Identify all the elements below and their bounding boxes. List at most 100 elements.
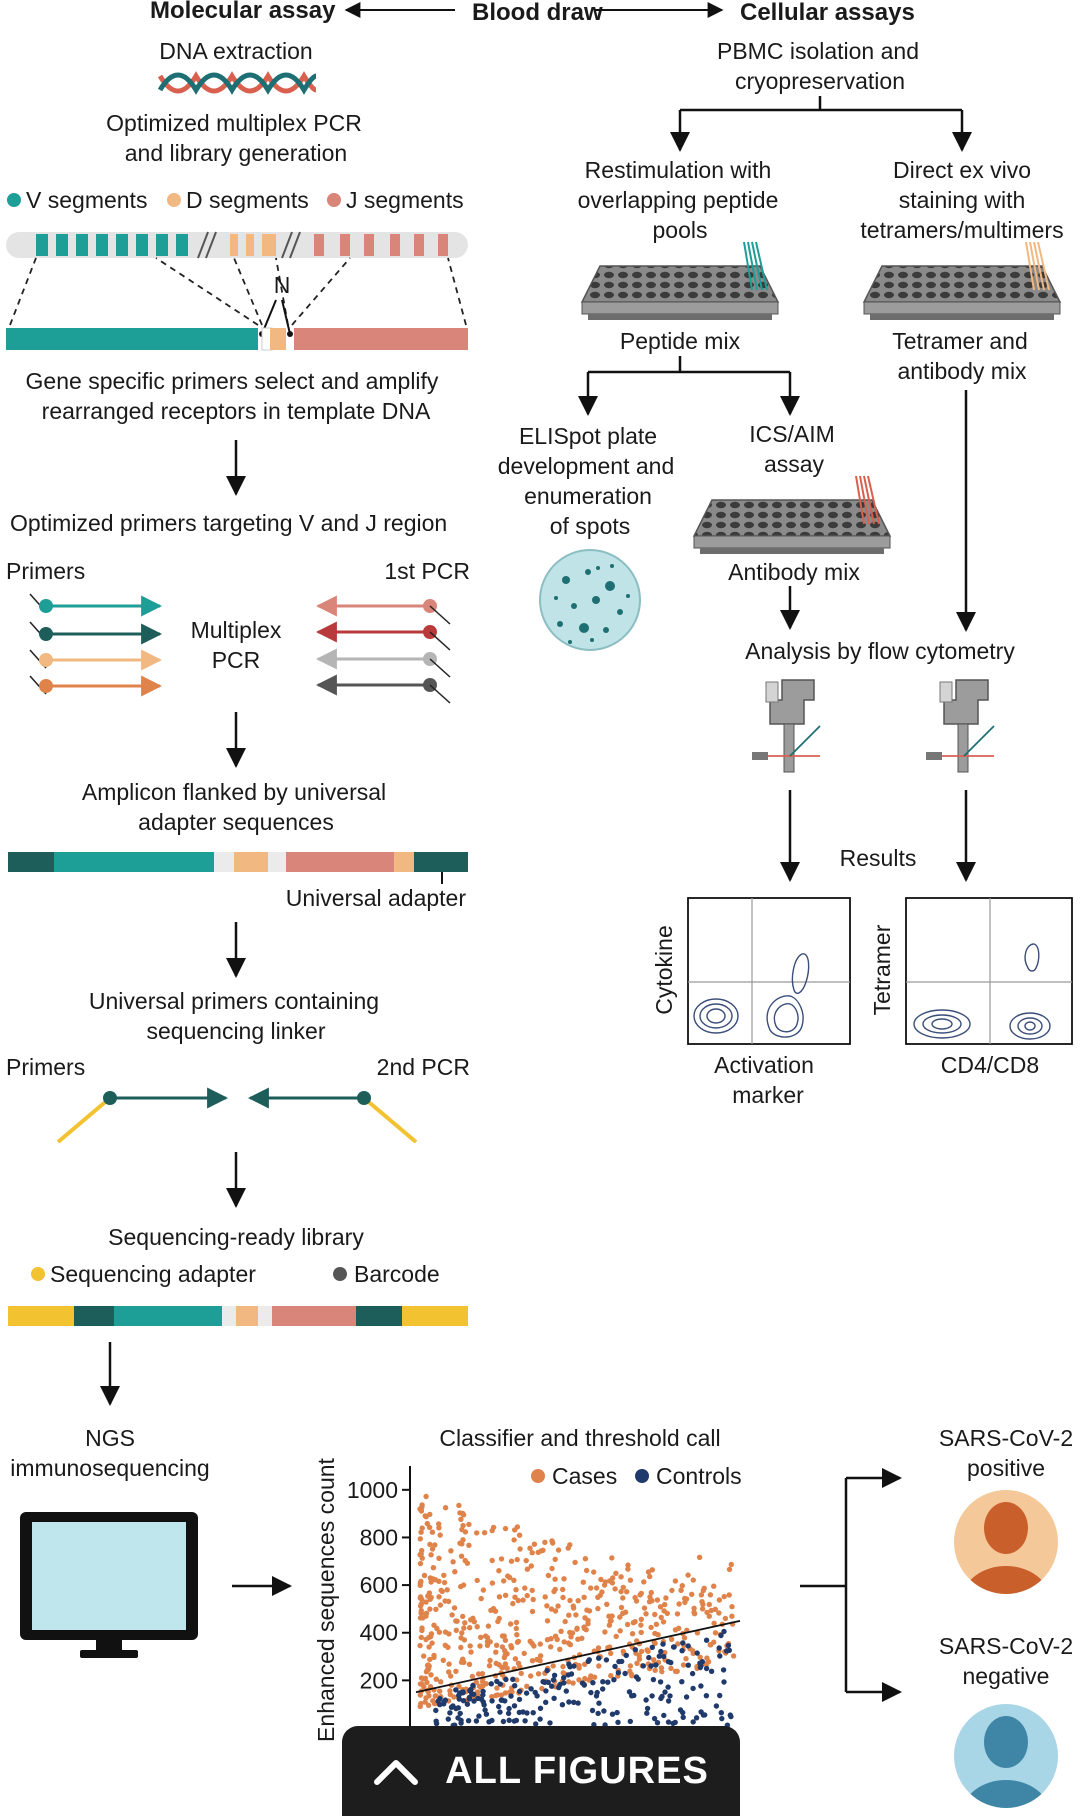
scatter-point-controls (635, 1676, 641, 1682)
scatter-point-cases (429, 1529, 436, 1535)
scatter-point-cases (502, 1637, 509, 1644)
scatter-point-controls (483, 1711, 490, 1717)
scatter-point-controls (626, 1689, 633, 1695)
scatter-point-cases (595, 1605, 601, 1612)
scatter-point-cases (466, 1661, 473, 1668)
scatter-point-controls (571, 1699, 577, 1706)
scatter-point-controls (700, 1712, 707, 1718)
y-tick-label: 400 (360, 1620, 398, 1646)
scatter-point-cases (627, 1577, 634, 1583)
scatter-point-cases (704, 1655, 710, 1661)
activation-label-1: Activation (714, 1052, 814, 1078)
scatter-point-cases (560, 1594, 566, 1601)
scatter-point-cases (609, 1555, 615, 1561)
scatter-point-controls (680, 1640, 686, 1646)
scatter-point-cases (421, 1653, 427, 1659)
scatter-point-cases (701, 1585, 707, 1592)
scatter-point-controls (690, 1719, 696, 1725)
scatter-point-cases (690, 1577, 696, 1583)
scatter-point-cases (429, 1640, 435, 1646)
scatter-point-controls (685, 1643, 691, 1649)
scatter-point-controls (703, 1693, 710, 1699)
scatter-point-cases (552, 1608, 559, 1614)
scatter-point-cases (606, 1622, 613, 1628)
scatter-point-cases (607, 1578, 613, 1584)
scatter-point-cases (423, 1493, 429, 1500)
scatter-point-controls (718, 1710, 724, 1716)
scatter-point-controls (512, 1683, 518, 1689)
scatter-point-cases (696, 1554, 703, 1561)
scatter-point-cases (649, 1567, 655, 1573)
scatter-point-cases (560, 1586, 566, 1593)
scatter-point-cases (602, 1579, 608, 1585)
scatter-point-cases (417, 1560, 424, 1567)
scatter-point-cases (448, 1548, 454, 1554)
scatter-point-cases (431, 1652, 437, 1659)
scatter-point-cases (548, 1606, 555, 1612)
scatter-point-cases (683, 1596, 690, 1602)
scatter-point-cases (728, 1561, 734, 1568)
scatter-point-controls (631, 1692, 637, 1699)
scatter-point-cases (433, 1676, 439, 1682)
y-tick-label: 1000 (347, 1477, 398, 1503)
scatter-point-cases (675, 1641, 681, 1647)
scatter-point-cases (612, 1586, 618, 1592)
dna-helix-icon (157, 71, 317, 95)
y-tick-label: 800 (360, 1524, 398, 1550)
scatter-point-cases (555, 1547, 562, 1553)
scatter-point-cases (613, 1633, 619, 1640)
scatter-point-cases (427, 1606, 433, 1612)
scatter-point-controls (550, 1677, 557, 1683)
scatter-point-cases (566, 1679, 572, 1685)
scatter-point-cases (449, 1612, 455, 1618)
scatter-point-cases (458, 1553, 465, 1559)
scatter-point-cases (690, 1648, 696, 1654)
scatter-point-cases (652, 1611, 658, 1618)
scatter-point-cases (469, 1673, 476, 1680)
scatter-point-cases (648, 1624, 654, 1631)
scatter-point-cases (652, 1630, 658, 1637)
cytokine-axis-label: Cytokine (651, 925, 677, 1014)
scatter-point-cases (480, 1587, 487, 1593)
scatter-point-cases (499, 1664, 505, 1671)
scatter-point-cases (418, 1700, 424, 1707)
scatter-point-controls (612, 1663, 618, 1670)
scatter-point-cases (599, 1589, 605, 1595)
universal-primers-label-1: Universal primers containing (89, 988, 379, 1014)
scatter-point-cases (644, 1647, 650, 1653)
antibody-mix-label: Antibody mix (728, 559, 860, 585)
all-figures-button[interactable]: ALL FIGURES (342, 1726, 740, 1816)
scatter-point-cases (545, 1572, 552, 1579)
scatter-point-cases (662, 1601, 668, 1608)
scatter-point-cases (437, 1532, 443, 1538)
scatter-point-controls (668, 1659, 674, 1666)
ngs-label-1: NGS (85, 1425, 135, 1451)
scatter-point-controls (680, 1714, 686, 1721)
scatter-point-cases (474, 1530, 480, 1536)
peptide-split-arrows (578, 356, 800, 416)
scatter-point-cases (452, 1569, 458, 1575)
scatter-point-cases (716, 1610, 722, 1616)
scatter-point-cases (484, 1642, 491, 1649)
results-label: Results (840, 845, 917, 871)
scatter-point-cases (729, 1613, 735, 1619)
scatter-point-cases (691, 1605, 697, 1612)
well-plate-peptide-icon (580, 241, 780, 320)
scatter-point-cases (674, 1611, 681, 1617)
scatter-point-controls (453, 1687, 459, 1693)
pcr1-label: 1st PCR (384, 558, 470, 584)
chevron-up-icon (374, 1760, 419, 1785)
scatter-point-cases (514, 1639, 521, 1645)
scatter-point-cases (474, 1577, 480, 1584)
scatter-point-controls (510, 1676, 516, 1683)
scatter-point-cases (638, 1648, 645, 1655)
scatter-point-cases (550, 1663, 556, 1669)
scatter-point-controls (619, 1658, 625, 1665)
scatter-point-cases (461, 1637, 468, 1643)
scatter-point-controls (690, 1685, 696, 1692)
scatter-point-controls (450, 1703, 456, 1709)
scatter-point-cases (638, 1629, 644, 1636)
scatter-point-cases (429, 1546, 436, 1552)
scatter-point-controls (433, 1707, 439, 1714)
scatter-point-controls (589, 1707, 596, 1714)
